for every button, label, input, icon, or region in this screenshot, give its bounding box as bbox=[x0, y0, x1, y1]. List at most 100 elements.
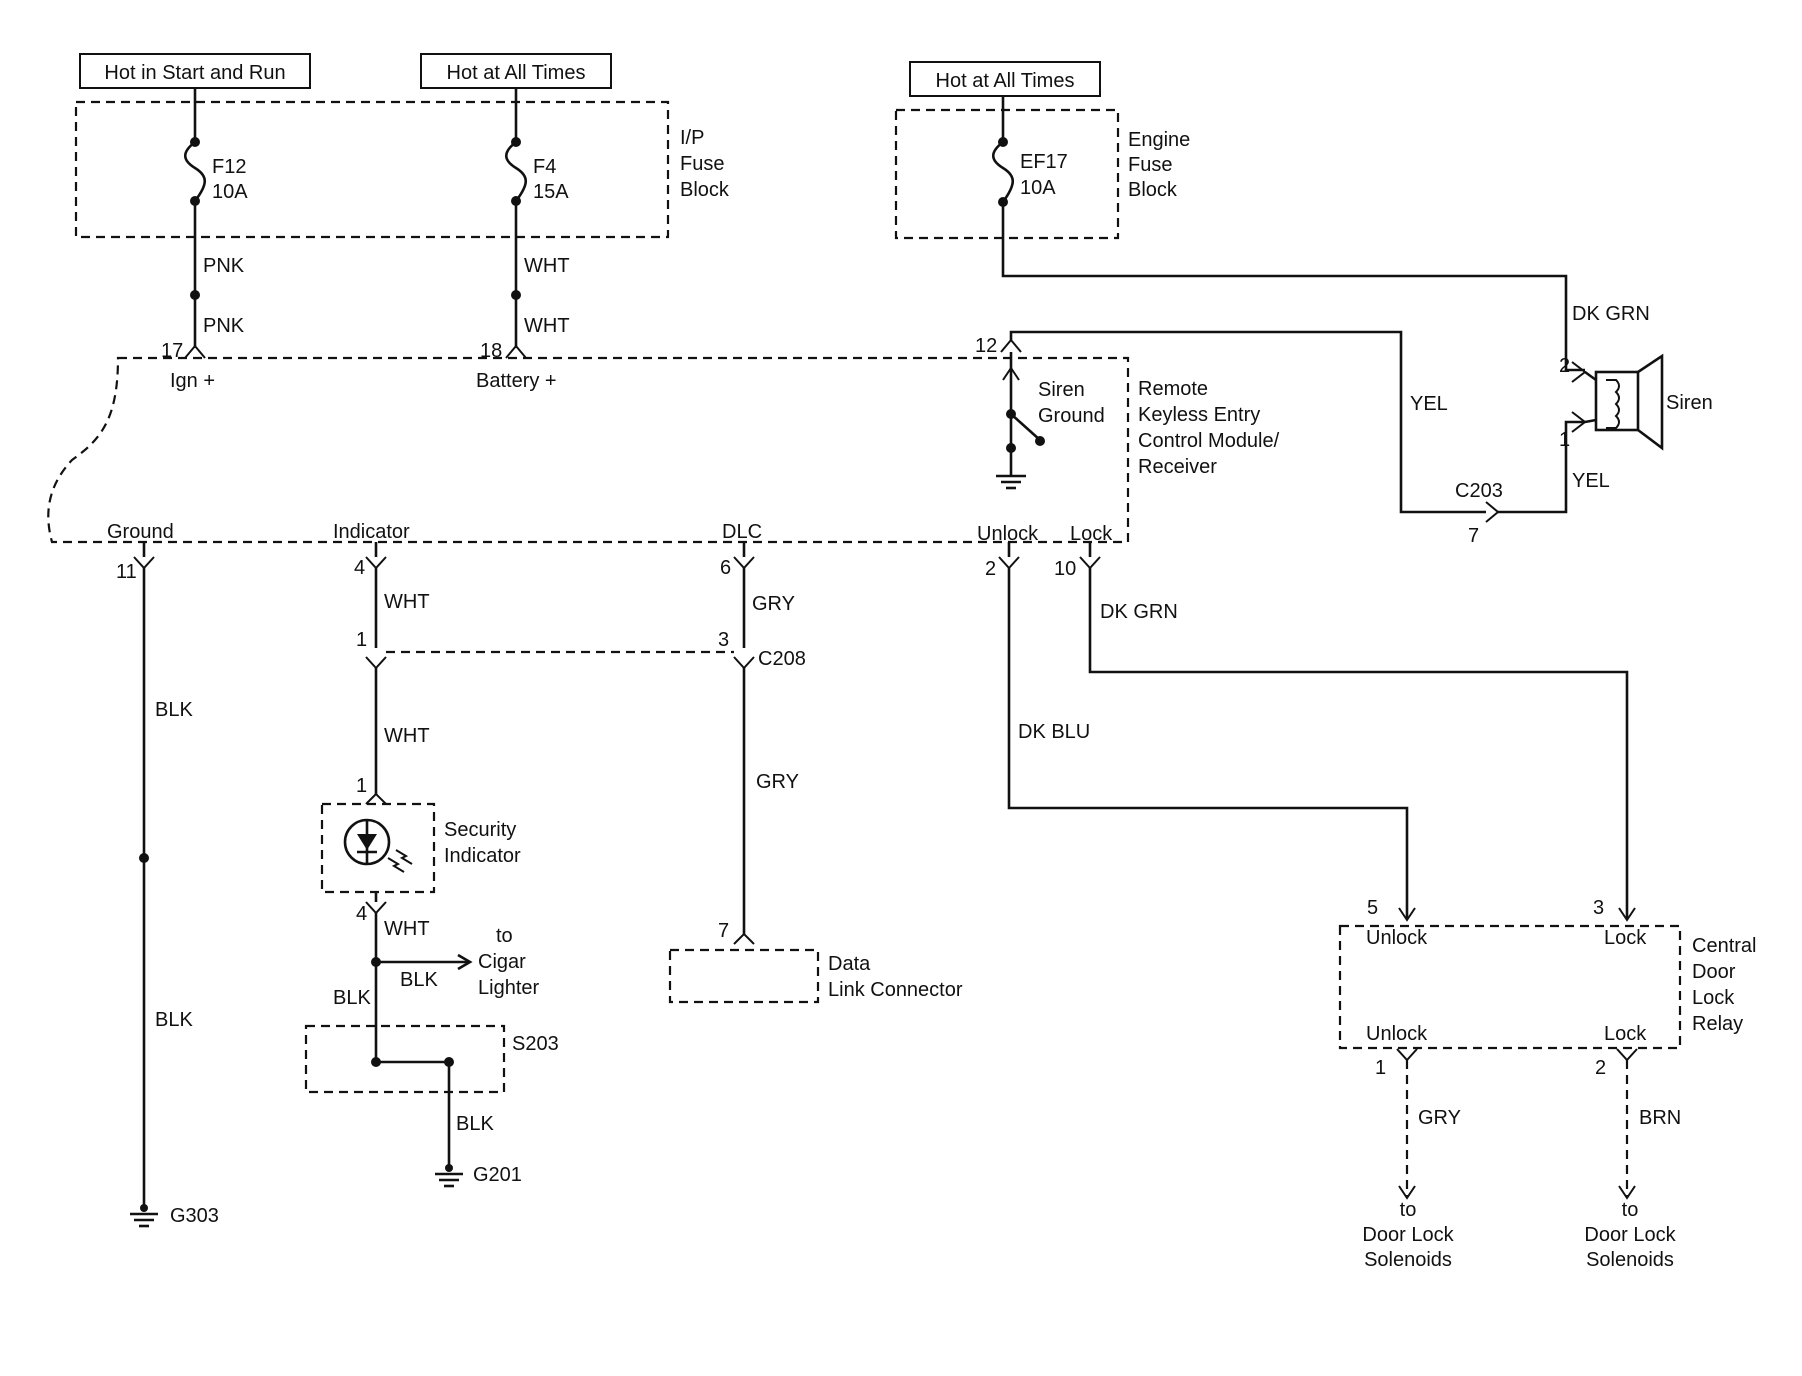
relay-label-4: Relay bbox=[1692, 1013, 1743, 1035]
engine-fuse-block: Engine Fuse Block bbox=[894, 108, 1190, 240]
engine-fuse-block-label-3: Block bbox=[1128, 179, 1178, 201]
relay-lock-top: Lock bbox=[1604, 927, 1647, 949]
engine-fuse-block-label-1: Engine bbox=[1128, 129, 1190, 151]
wire-label-gry-solenoid: GRY bbox=[1418, 1107, 1461, 1129]
wire-label-wht-bottom: WHT bbox=[524, 315, 570, 337]
dlc-label-1: Data bbox=[828, 953, 871, 975]
wire-label-blk-cigar: BLK bbox=[400, 969, 438, 991]
pin-7-dlc: 7 bbox=[718, 920, 729, 942]
pin-12: 12 bbox=[975, 335, 997, 357]
pin-2-siren: 2 bbox=[1559, 355, 1570, 377]
pin-2-unlock: 2 bbox=[985, 558, 996, 580]
rke-control-module: Remote Keyless Entry Control Module/ Rec… bbox=[47, 356, 1280, 545]
wire-label-wht-indicator-mid: WHT bbox=[384, 725, 430, 747]
wire-label-brn-solenoid: BRN bbox=[1639, 1107, 1681, 1129]
solenoids-lock-label-2: Door Lock bbox=[1584, 1224, 1676, 1246]
module-power-stubs bbox=[142, 542, 1092, 557]
siren-ground-switch bbox=[996, 352, 1045, 490]
pin-4: 4 bbox=[354, 557, 365, 579]
security-indicator-label-2: Indicator bbox=[444, 845, 521, 867]
wire-label-wht-top: WHT bbox=[524, 255, 570, 277]
pin-1-c208: 1 bbox=[356, 629, 367, 651]
terminal-ground: Ground bbox=[107, 521, 174, 543]
terminal-indicator: Indicator bbox=[333, 521, 410, 543]
relay-label-1: Central bbox=[1692, 935, 1756, 957]
dlc-circuit: GRY C208 GRY Data Link Connector bbox=[668, 568, 963, 1004]
wire-label-blk-lower: BLK bbox=[155, 1009, 193, 1031]
wire-label-wht-indicator-lower: WHT bbox=[384, 918, 430, 940]
siren-ground-label-2: Ground bbox=[1038, 405, 1105, 427]
pin-3-relay: 3 bbox=[1593, 897, 1604, 919]
siren-label: Siren bbox=[1666, 392, 1713, 414]
pin-3-c208: 3 bbox=[718, 629, 729, 651]
relay-label-3: Lock bbox=[1692, 987, 1735, 1009]
rke-module-label-1: Remote bbox=[1138, 378, 1208, 400]
engine-fuse-block-label-2: Fuse bbox=[1128, 154, 1172, 176]
relay-unlock-bottom: Unlock bbox=[1366, 1023, 1428, 1045]
solenoids-unlock-label-1: to bbox=[1400, 1199, 1417, 1221]
terminal-unlock: Unlock bbox=[977, 523, 1039, 545]
pin-1-relay: 1 bbox=[1375, 1057, 1386, 1079]
fuse-ef17: EF17 10A DK GRN bbox=[991, 96, 1650, 372]
header-hot-all-times-engine-label: Hot at All Times bbox=[936, 70, 1075, 92]
ip-fuse-block-label-3: Block bbox=[680, 179, 730, 201]
pin-numbers: 17 18 12 11 4 6 2 10 1 3 1 4 7 2 1 7 5 3… bbox=[116, 335, 1606, 1079]
solenoid-outputs: GRY to Door Lock Solenoids BRN to Door L… bbox=[1362, 1060, 1681, 1271]
solenoids-lock-label-3: Solenoids bbox=[1586, 1249, 1674, 1271]
splice-s203: S203 bbox=[512, 1033, 559, 1055]
solenoids-lock-label-1: to bbox=[1622, 1199, 1639, 1221]
siren: YEL C203 YEL Siren bbox=[1009, 330, 1713, 514]
pin-5-relay: 5 bbox=[1367, 897, 1378, 919]
pin-17: 17 bbox=[161, 340, 183, 362]
lock-unlock-circuits: DK BLU DK GRN bbox=[1007, 568, 1636, 922]
terminal-battery: Battery + bbox=[476, 370, 557, 392]
relay-lock-bottom: Lock bbox=[1604, 1023, 1647, 1045]
cigar-lighter-label-1: to bbox=[496, 925, 513, 947]
wire-label-dk-grn-lock: DK GRN bbox=[1100, 601, 1178, 623]
cigar-lighter-label-2: Cigar bbox=[478, 951, 526, 973]
connector-c208: C208 bbox=[758, 648, 806, 670]
solenoids-unlock-label-3: Solenoids bbox=[1364, 1249, 1452, 1271]
pin-4-indicator: 4 bbox=[356, 903, 367, 925]
wire-label-dk-grn-siren: DK GRN bbox=[1572, 303, 1650, 325]
rke-module-label-2: Keyless Entry bbox=[1138, 404, 1260, 426]
indicator-circuit: WHT WHT Security Indicator WHT BLK to Ci… bbox=[304, 568, 734, 1188]
wire-label-pnk-bottom: PNK bbox=[203, 315, 245, 337]
wire-label-gry-lower: GRY bbox=[756, 771, 799, 793]
rke-module-label-3: Control Module/ bbox=[1138, 430, 1280, 452]
wire-label-pnk-top: PNK bbox=[203, 255, 245, 277]
rke-module-label-4: Receiver bbox=[1138, 456, 1217, 478]
wire-label-gry-upper: GRY bbox=[752, 593, 795, 615]
header-hot-all-times-ip: Hot at All Times bbox=[420, 53, 612, 89]
fuse-ef17-rating: 10A bbox=[1020, 177, 1056, 199]
header-hot-start-run-label: Hot in Start and Run bbox=[104, 62, 285, 84]
solenoids-unlock-label-2: Door Lock bbox=[1362, 1224, 1454, 1246]
fuse-f12-name: F12 bbox=[212, 156, 246, 178]
fuse-f4-name: F4 bbox=[533, 156, 556, 178]
terminal-lock: Lock bbox=[1070, 523, 1113, 545]
siren-ground-label-1: Siren bbox=[1038, 379, 1085, 401]
ground-circuit-g303: BLK BLK G303 bbox=[130, 568, 219, 1228]
ip-fuse-block-label-2: Fuse bbox=[680, 153, 724, 175]
security-indicator-label-1: Security bbox=[444, 819, 516, 841]
pin-11: 11 bbox=[116, 561, 137, 583]
wire-label-blk-ground: BLK bbox=[456, 1113, 494, 1135]
relay-unlock-top: Unlock bbox=[1366, 927, 1428, 949]
fuse-ef17-name: EF17 bbox=[1020, 151, 1068, 173]
wire-label-yel-siren: YEL bbox=[1572, 470, 1610, 492]
wire-label-blk-upper: BLK bbox=[155, 699, 193, 721]
dlc-label-2: Link Connector bbox=[828, 979, 963, 1001]
connector-symbols bbox=[133, 338, 1638, 1062]
wire-label-yel-module: YEL bbox=[1410, 393, 1448, 415]
fuse-f12: F12 10A PNK PNK bbox=[183, 88, 248, 348]
pin-7-c203: 7 bbox=[1468, 525, 1479, 547]
header-hot-start-run: Hot in Start and Run bbox=[79, 53, 311, 89]
wire-label-wht-indicator-upper: WHT bbox=[384, 591, 430, 613]
fuse-f4: F4 15A WHT WHT bbox=[504, 88, 570, 348]
ip-fuse-block-label-1: I/P bbox=[680, 127, 704, 149]
fuse-f12-rating: 10A bbox=[212, 181, 248, 203]
header-hot-all-times-ip-label: Hot at All Times bbox=[447, 62, 586, 84]
wire-label-dk-blu: DK BLU bbox=[1018, 721, 1090, 743]
wire-label-blk-splice: BLK bbox=[333, 987, 371, 1009]
